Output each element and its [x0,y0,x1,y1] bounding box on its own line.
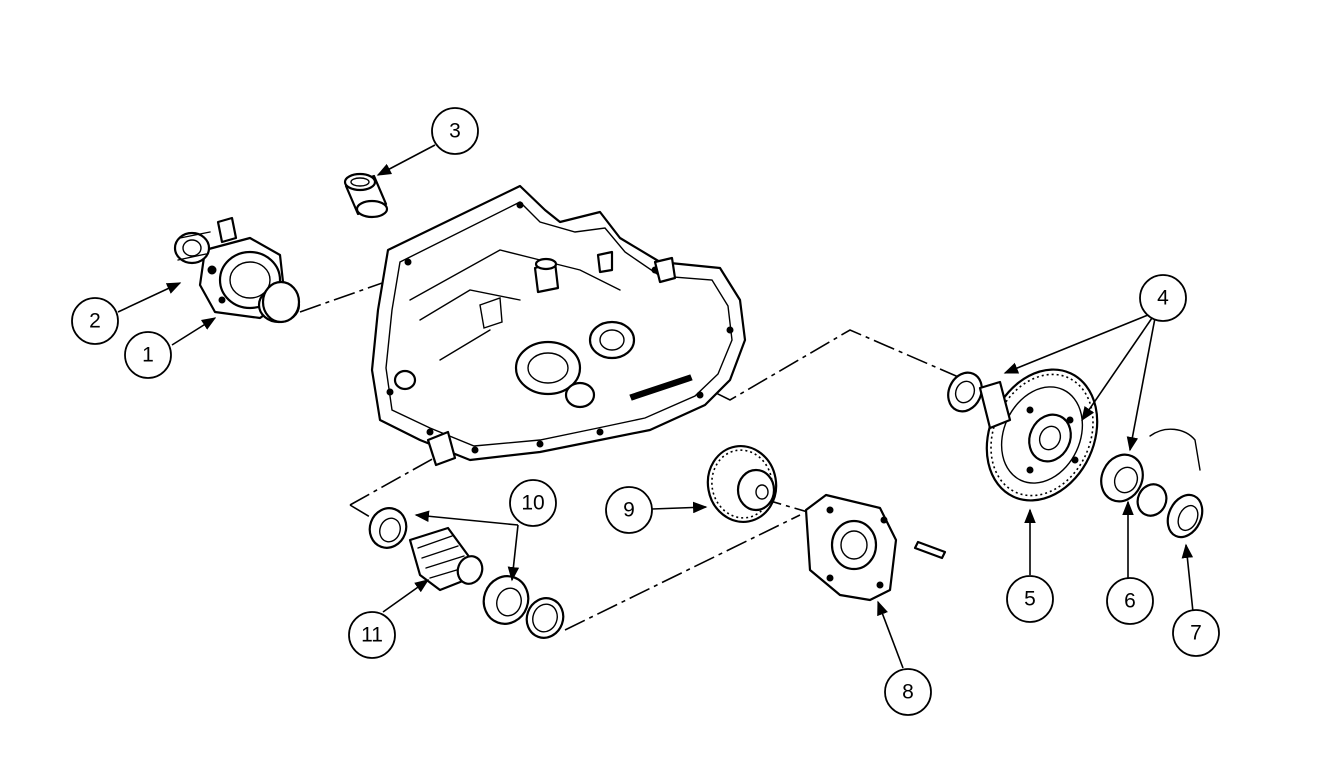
callout-5: 5 [1006,575,1054,623]
callout-4: 4 [1139,274,1187,322]
callout-5-label: 5 [1024,588,1036,611]
callout-7-label: 7 [1190,622,1202,645]
callout-2: 2 [71,297,119,345]
part-4-diff-case [947,371,1012,430]
callout-8-label: 8 [902,681,914,704]
part-5-ring-gear [985,368,1099,502]
part-7-bearing-race [1149,428,1204,539]
callout-1-label: 1 [142,344,154,367]
part-3-seal [343,172,389,219]
callout-9-label: 9 [623,499,635,522]
callout-8: 8 [884,668,932,716]
callout-10: 10 [509,479,557,527]
callout-1: 1 [124,331,172,379]
part-2-bearing [173,231,211,265]
part-9-gear [706,445,778,523]
callout-6: 6 [1106,577,1154,625]
part-10-bearing-left [368,507,408,549]
o-ring-left [261,280,301,324]
callout-11: 11 [348,611,396,659]
shim-ring [525,597,565,639]
transaxle-case [370,184,747,467]
callout-3: 3 [431,107,479,155]
callout-4-label: 4 [1157,287,1169,310]
callout-7: 7 [1172,609,1220,657]
callout-2-label: 2 [89,310,101,333]
callout-11-label: 11 [361,624,383,647]
callout-10-label: 10 [521,492,544,515]
callout-9: 9 [605,486,653,534]
part-11-pinion-shaft [408,526,484,592]
callout-3-label: 3 [449,120,461,143]
leader-lines [117,144,1194,669]
callout-6-label: 6 [1124,590,1136,613]
part-8-housing [804,493,947,602]
part-6-bearing [1100,453,1168,517]
